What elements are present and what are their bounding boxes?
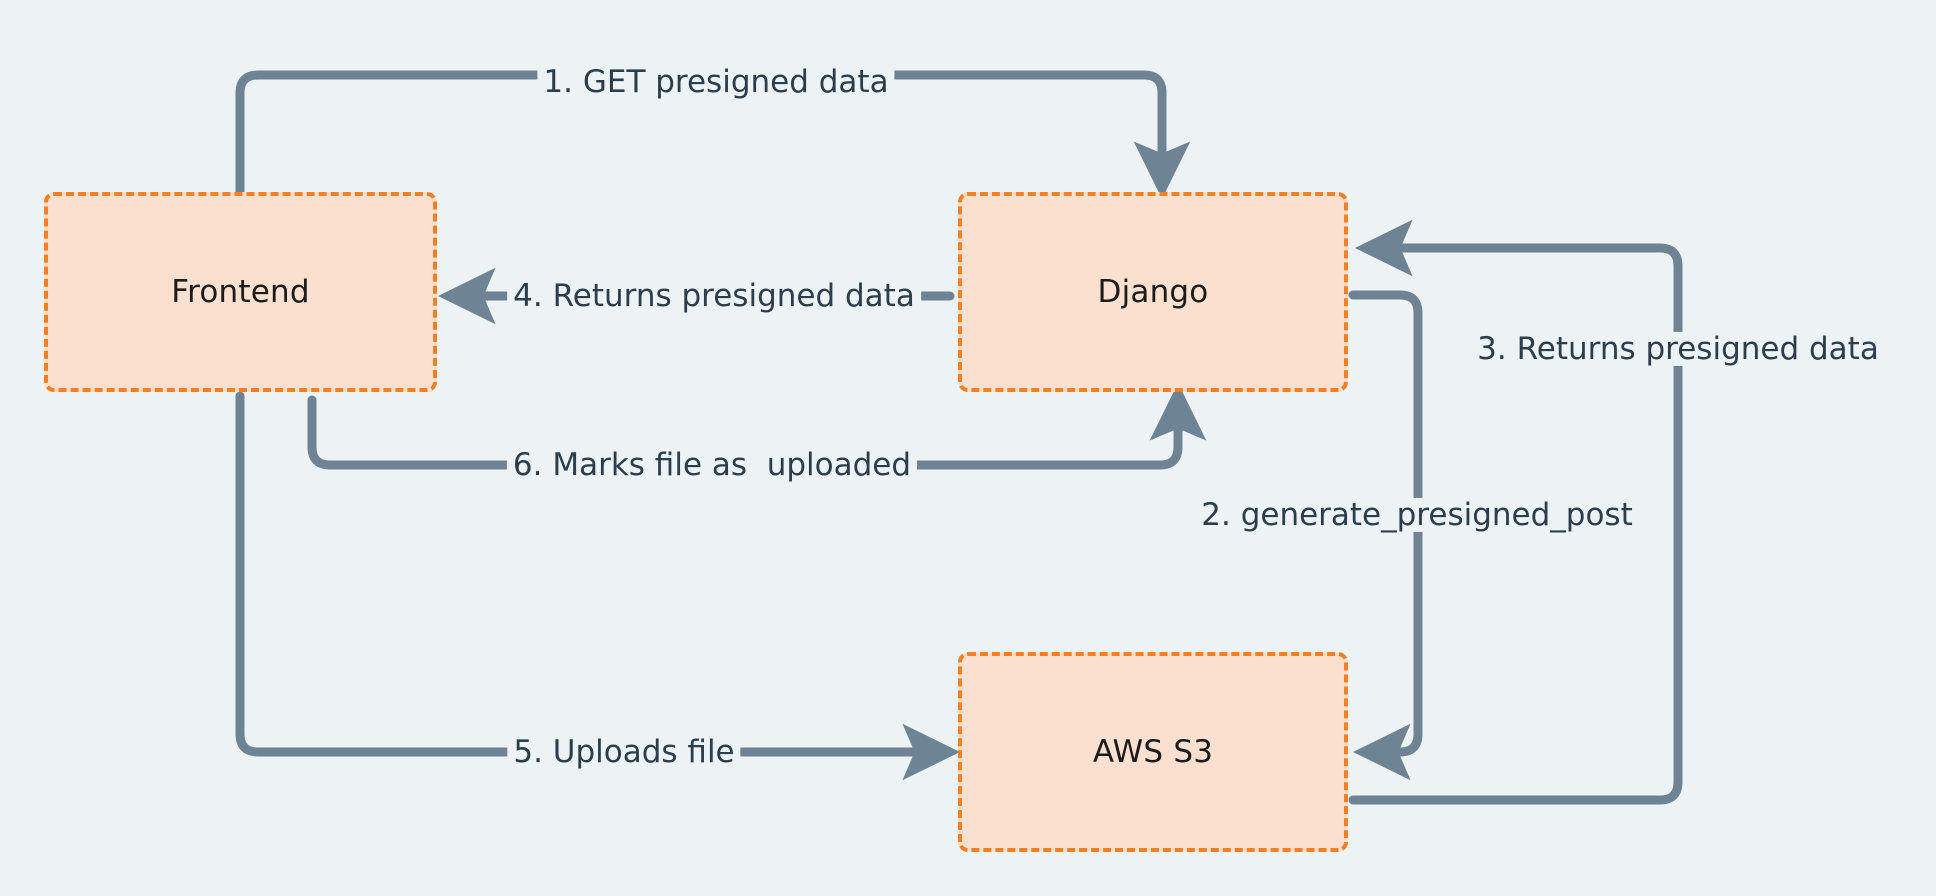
- edge-label-3: 3. Returns presigned data: [1471, 332, 1885, 366]
- edge-label-6: 6. Marks file as uploaded: [506, 448, 918, 482]
- edge-label-5: 5. Uploads file: [507, 735, 741, 769]
- node-aws-s3-label: AWS S3: [1092, 734, 1214, 770]
- edge-label-2: 2. generate_presigned_post: [1195, 498, 1639, 532]
- node-aws-s3[interactable]: AWS S3: [958, 652, 1348, 852]
- edge-label-1: 1. GET presigned data: [537, 65, 895, 99]
- node-django-label: Django: [1097, 274, 1209, 310]
- node-frontend[interactable]: Frontend: [44, 192, 437, 392]
- node-django[interactable]: Django: [958, 192, 1348, 392]
- edge-label-4: 4. Returns presigned data: [507, 279, 921, 313]
- edge-path-5: [235, 391, 960, 781]
- edge-path-3: [1348, 219, 1683, 805]
- node-frontend-label: Frontend: [171, 274, 310, 310]
